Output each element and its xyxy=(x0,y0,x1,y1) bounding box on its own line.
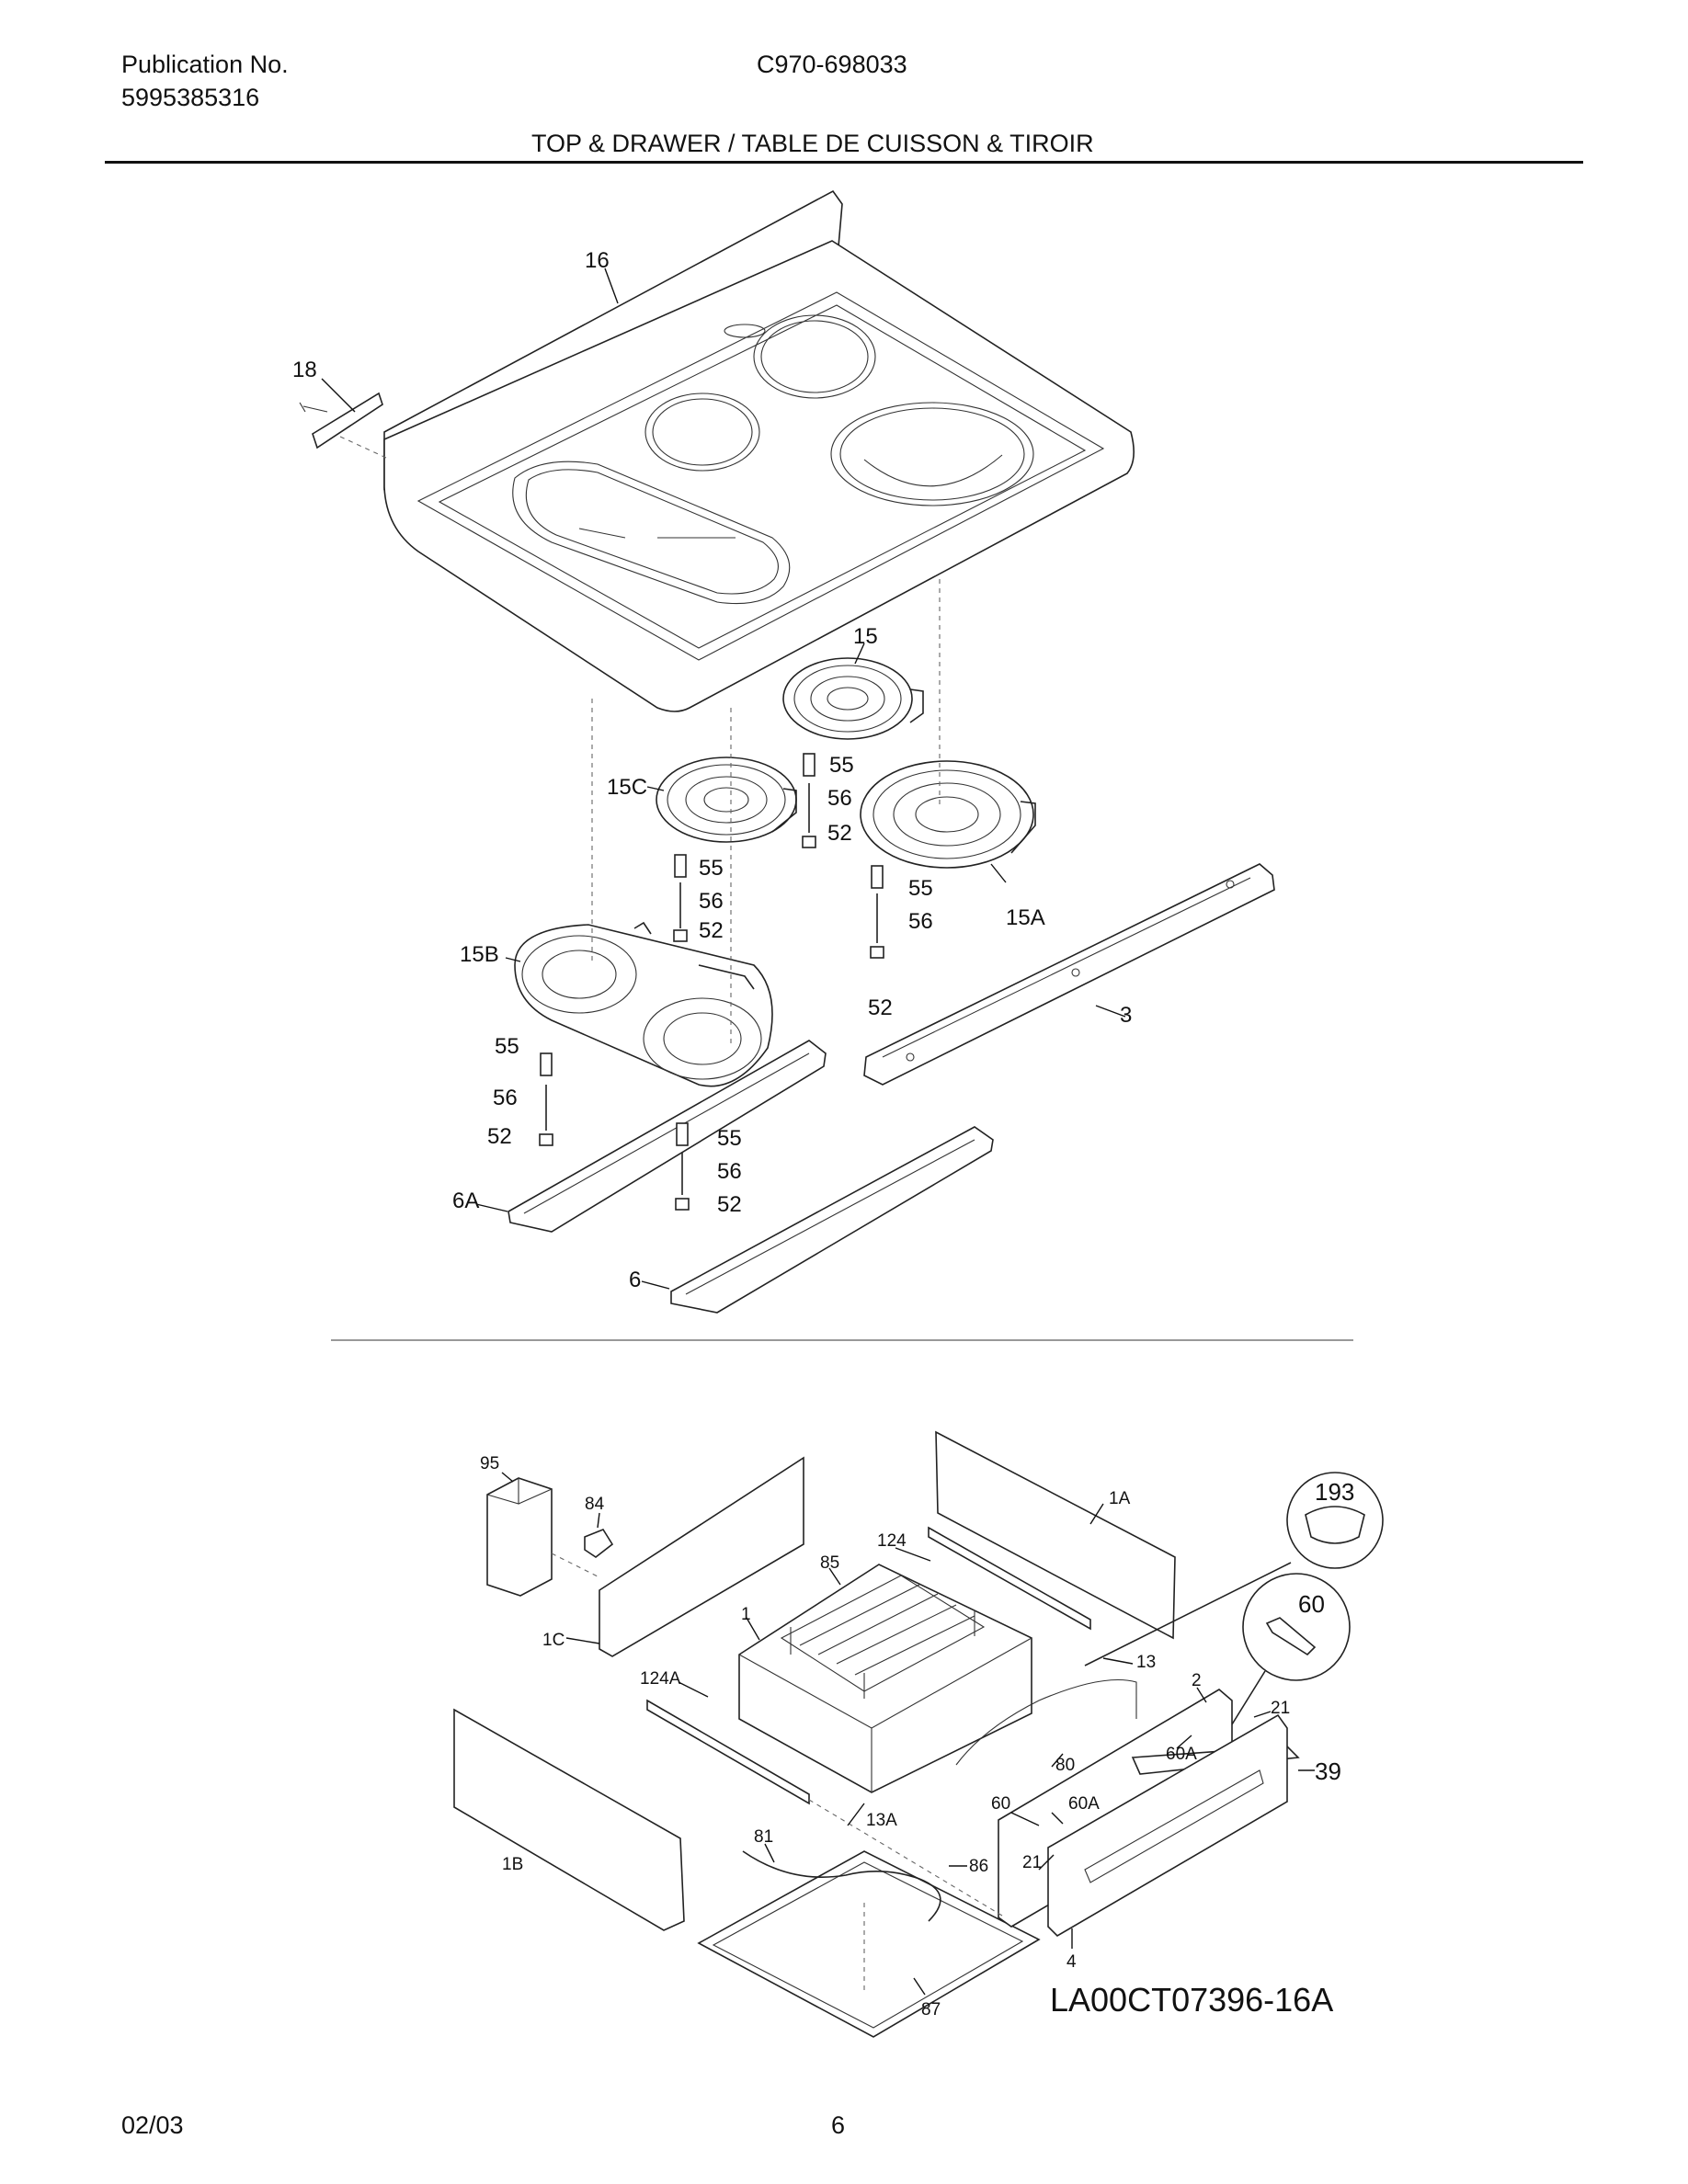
part-label-56-b: 56 xyxy=(699,889,724,914)
part-label-1A: 1A xyxy=(1109,1489,1131,1508)
element-bracket-3 xyxy=(863,863,1275,1086)
part-label-3: 3 xyxy=(1120,1003,1132,1028)
header-rule xyxy=(105,161,1583,164)
surface-element-15A xyxy=(860,760,1036,869)
part-label-21-a: 21 xyxy=(1271,1699,1290,1718)
callout-circle-60 xyxy=(1242,1573,1351,1681)
part-label-2: 2 xyxy=(1192,1671,1202,1690)
cooktop-assembly xyxy=(383,189,1135,712)
part-label-52-a: 52 xyxy=(827,821,852,846)
publication-label: Publication No. xyxy=(121,51,289,78)
part-label-55-c: 55 xyxy=(908,876,933,901)
surface-element-15C xyxy=(656,756,797,843)
part-label-52-d: 52 xyxy=(487,1124,512,1149)
top-leader-lines xyxy=(321,267,1126,1290)
part-label-21-b: 21 xyxy=(1022,1853,1042,1872)
part-label-81: 81 xyxy=(754,1827,773,1847)
footer-page-number: 6 xyxy=(831,2111,846,2139)
part-label-124A: 124A xyxy=(640,1669,681,1689)
surface-element-15B xyxy=(514,921,773,1087)
part-label-6: 6 xyxy=(629,1268,641,1292)
part-label-56-a: 56 xyxy=(827,786,852,811)
drawer-assembly xyxy=(453,1430,1384,2038)
part-label-52-e: 52 xyxy=(717,1192,742,1217)
part-label-87: 87 xyxy=(921,2000,941,2019)
part-label-80: 80 xyxy=(1055,1756,1075,1775)
surface-element-15 xyxy=(782,657,924,740)
part-label-1B: 1B xyxy=(502,1855,523,1874)
part-label-56-c: 56 xyxy=(908,909,933,934)
part-label-60: 60 xyxy=(991,1794,1010,1814)
part-label-55-a: 55 xyxy=(829,753,854,778)
part-label-18: 18 xyxy=(292,358,317,382)
part-label-55-b: 55 xyxy=(699,856,724,881)
part-label-55-e: 55 xyxy=(717,1126,742,1151)
callout-label-60: 60 xyxy=(1298,1590,1325,1618)
section-title: TOP & DRAWER / TABLE DE CUISSON & TIROIR xyxy=(531,130,1094,157)
part-label-13: 13 xyxy=(1136,1653,1156,1672)
part-label-60A-b: 60A xyxy=(1068,1794,1100,1814)
callout-label-193: 193 xyxy=(1315,1478,1354,1506)
part-label-52-b: 52 xyxy=(699,918,724,943)
publication-number: 5995385316 xyxy=(121,84,260,111)
diagram-code: LA00CT07396-16A xyxy=(1050,1981,1334,2019)
part-label-4: 4 xyxy=(1066,1952,1077,1972)
footer-date: 02/03 xyxy=(121,2111,184,2139)
part-label-6A: 6A xyxy=(452,1189,479,1213)
part-label-15C: 15C xyxy=(607,775,647,800)
part-label-15A: 15A xyxy=(1006,905,1045,930)
part-label-55-d: 55 xyxy=(495,1034,519,1059)
part-label-1C: 1C xyxy=(542,1631,565,1650)
part-label-85: 85 xyxy=(820,1553,839,1573)
part-label-1: 1 xyxy=(741,1605,751,1624)
part-label-86: 86 xyxy=(969,1857,988,1876)
spacer-screw-sets xyxy=(539,579,941,1211)
part-label-16: 16 xyxy=(585,248,610,273)
part-label-56-d: 56 xyxy=(493,1086,518,1110)
bottom-leader-lines xyxy=(501,1472,1315,1996)
part-label-60A-a: 60A xyxy=(1166,1745,1197,1764)
element-bracket-6 xyxy=(670,1126,994,1314)
bracket-18 xyxy=(299,392,387,459)
model-number: C970-698033 xyxy=(757,51,907,78)
part-label-15B: 15B xyxy=(460,942,499,967)
part-label-52-c: 52 xyxy=(868,995,893,1020)
part-label-84: 84 xyxy=(585,1495,605,1514)
element-bracket-6A xyxy=(508,1040,827,1233)
part-label-15: 15 xyxy=(853,624,878,649)
part-label-56-e: 56 xyxy=(717,1159,742,1184)
part-label-13A: 13A xyxy=(866,1811,897,1830)
part-label-124: 124 xyxy=(877,1531,907,1551)
part-label-39: 39 xyxy=(1315,1757,1341,1785)
part-label-95: 95 xyxy=(480,1454,499,1473)
section-divider xyxy=(331,1339,1353,1341)
